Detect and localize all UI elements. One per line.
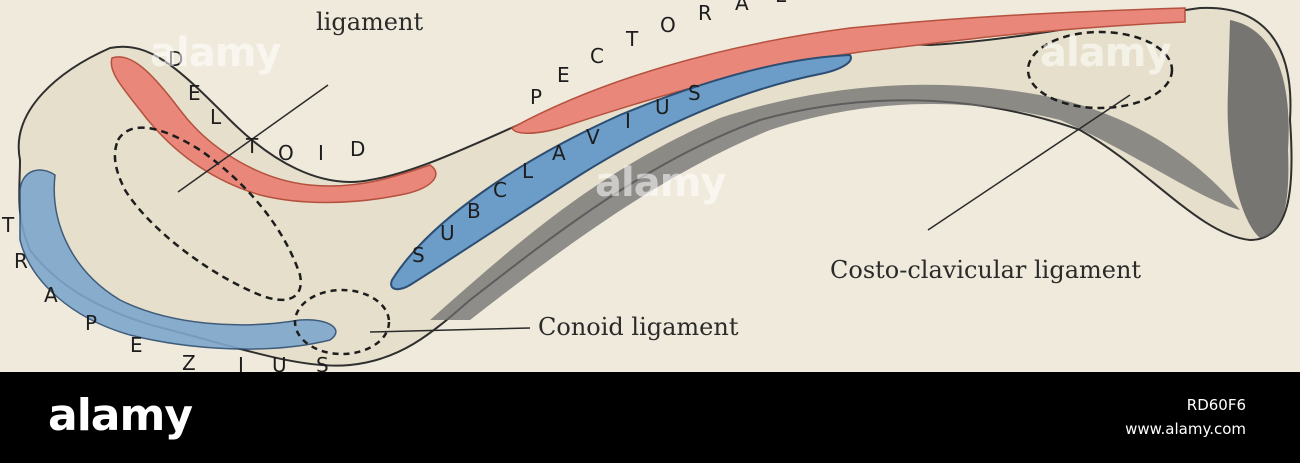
svg-text:S: S <box>316 353 329 372</box>
pectoral-attachment <box>511 7 1186 134</box>
svg-text:U: U <box>440 221 455 245</box>
costo-clavicular-ligament-outline <box>1026 30 1174 110</box>
svg-text:T: T <box>245 134 259 158</box>
trapezoid-ligament-label: ligament <box>316 8 424 36</box>
svg-text:Z: Z <box>182 351 196 372</box>
watermark: alamy <box>595 160 726 206</box>
svg-text:A: A <box>44 283 58 307</box>
svg-text:R: R <box>14 249 28 273</box>
deltoid-letters: D E L T O I D <box>168 47 365 165</box>
watermark: alamy <box>150 30 281 76</box>
svg-text:S: S <box>688 81 701 105</box>
illustration-plate: P E C T O R A L D E L T O I D S U B C L … <box>1 0 1293 372</box>
svg-text:L: L <box>775 0 787 7</box>
svg-text:U: U <box>655 95 670 119</box>
costo-clavicular-leader-line <box>927 94 1131 231</box>
clavicle-diagram: P E C T O R A L D E L T O I D S U B C L … <box>1 0 1293 372</box>
svg-text:C: C <box>590 44 604 68</box>
trapezius-attachment <box>19 169 337 350</box>
trapezoid-ligament-outline <box>113 126 303 302</box>
svg-text:V: V <box>586 125 600 149</box>
svg-text:P: P <box>530 85 542 109</box>
svg-text:O: O <box>660 13 676 37</box>
svg-text:D: D <box>168 47 183 71</box>
trapezius-letters: T R A P E Z I U S <box>1 213 329 372</box>
trapezoid-leader-line <box>177 84 329 193</box>
svg-text:A: A <box>552 141 566 165</box>
svg-text:I: I <box>625 109 631 133</box>
svg-text:L: L <box>522 159 534 183</box>
svg-text:E: E <box>557 63 570 87</box>
conoid-ligament-label: Conoid ligament <box>538 313 739 341</box>
stock-footer-bar: alamy RD60F6 www.alamy.com <box>0 372 1300 463</box>
svg-text:D: D <box>350 137 365 161</box>
svg-text:B: B <box>467 199 481 223</box>
svg-text:E: E <box>130 333 143 357</box>
subclavius-letters: S U B C L A V I U S <box>412 81 701 267</box>
deltoid-attachment <box>110 56 437 204</box>
svg-text:O: O <box>278 141 294 165</box>
sternal-end-shading <box>1227 20 1289 238</box>
svg-text:C: C <box>493 178 507 202</box>
subclavius-attachment <box>390 53 852 291</box>
svg-text:T: T <box>1 213 15 237</box>
svg-text:U: U <box>272 353 287 372</box>
svg-text:S: S <box>412 243 425 267</box>
conoid-ligament-outline <box>293 288 391 356</box>
svg-text:R: R <box>698 1 712 25</box>
svg-text:P: P <box>85 311 97 335</box>
costo-clavicular-ligament-label: Costo-clavicular ligament <box>830 256 1142 284</box>
svg-text:T: T <box>625 27 639 51</box>
alamy-logo: alamy <box>48 390 193 441</box>
conoid-leader-line <box>369 327 531 333</box>
svg-text:E: E <box>188 81 201 105</box>
bone-shading <box>430 84 1240 320</box>
svg-text:L: L <box>210 105 222 129</box>
svg-text:I: I <box>318 141 324 165</box>
image-id: RD60F6 <box>1186 396 1246 414</box>
svg-text:I: I <box>238 353 244 372</box>
site-url[interactable]: www.alamy.com <box>1125 420 1246 438</box>
svg-text:A: A <box>735 0 749 15</box>
watermark: alamy <box>1040 30 1171 76</box>
pectoral-letters: P E C T O R A L <box>530 0 787 109</box>
